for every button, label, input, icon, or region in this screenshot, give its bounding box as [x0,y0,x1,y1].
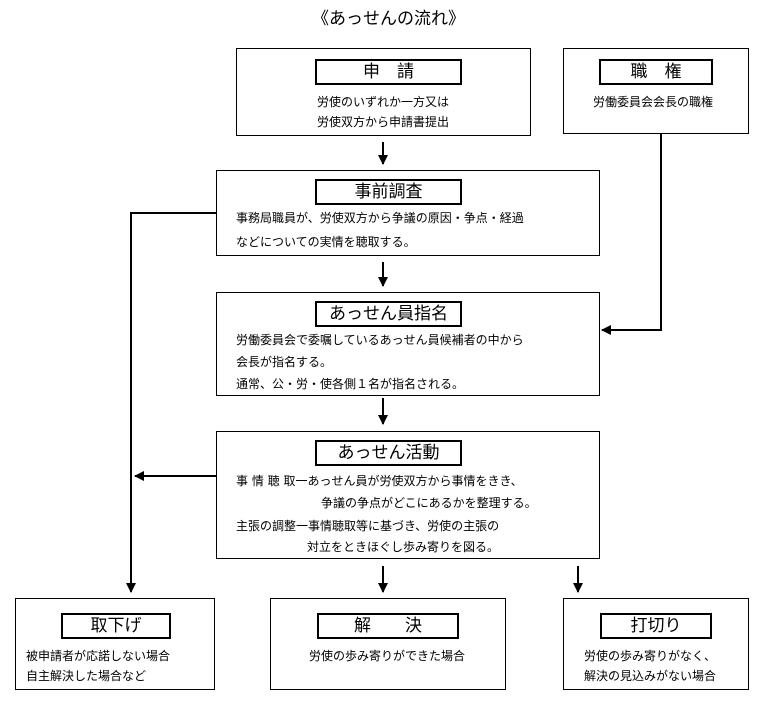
investigation-line-1: 事務局職員が、労使双方から争議の原因・争点・経過 [236,211,524,225]
arrow-authority-to-nomination [601,134,662,335]
investigation-label: 事前調査 [315,179,462,205]
activity-label: あっせん活動 [315,440,462,466]
withdraw-line-1: 被申請者が応諾しない場合 [26,649,171,663]
page-title: 《あっせんの流れ》 [312,9,465,29]
terminate-label: 打切り [600,613,712,639]
resolve-label: 解 決 [317,613,459,639]
resolve-line-1: 労使の歩み寄りができた場合 [309,649,466,663]
nomination-line-2: 会長が指名する。 [236,355,333,369]
nomination-node: あっせん員指名 労働委員会で委嘱しているあっせん員候補者の中から 会長が指名する… [216,292,600,396]
terminate-node: 打切り 労使の歩み寄りがなく、 解決の見込みがない場合 [563,598,749,690]
nomination-line-1: 労働委員会で委嘱しているあっせん員候補者の中から [236,333,524,347]
apply-line-1: 労使のいずれか一方又は [317,95,450,109]
apply-label: 申 請 [315,59,462,85]
activity-line-1: 事 情 聴 取一あっせん員が労使双方から事情をきき、 [236,474,523,488]
nomination-label: あっせん員指名 [315,301,462,327]
terminate-line-1: 労使の歩み寄りがなく、 [584,649,717,663]
activity-line-2: 争議の争点がどこにあるかを整理する。 [321,496,537,510]
apply-line-2: 労使双方から申請書提出 [317,115,450,129]
investigation-node: 事前調査 事務局職員が、労使双方から争議の原因・争点・経過 などについての実情を… [216,170,600,256]
apply-node: 申 請 労使のいずれか一方又は 労使双方から申請書提出 [236,48,531,136]
withdraw-line-2: 自主解決した場合など [26,669,147,683]
authority-label: 職 権 [599,59,713,85]
resolve-node: 解 決 労使の歩み寄りができた場合 [270,598,506,690]
nomination-line-3: 通常、公・労・使各側１名が指名される。 [236,377,465,391]
withdraw-node: 取下げ 被申請者が応諾しない場合 自主解決した場合など [15,598,215,690]
terminate-line-2: 解決の見込みがない場合 [584,669,717,683]
authority-node: 職 権 労働委員会会長の職権 [563,48,749,134]
authority-line-1: 労働委員会会長の職権 [593,95,714,109]
activity-line-4: 対立をときほぐし歩み寄りを図る。 [307,540,500,554]
activity-line-3: 主張の調整一事情聴取等に基づき、労使の主張の [236,519,500,533]
investigation-line-2: などについての実情を聴取する。 [236,235,416,249]
activity-node: あっせん活動 事 情 聴 取一あっせん員が労使双方から事情をきき、 争議の争点が… [216,431,600,559]
withdraw-label: 取下げ [61,613,171,639]
arrow-investigation-to-withdraw [126,212,216,593]
